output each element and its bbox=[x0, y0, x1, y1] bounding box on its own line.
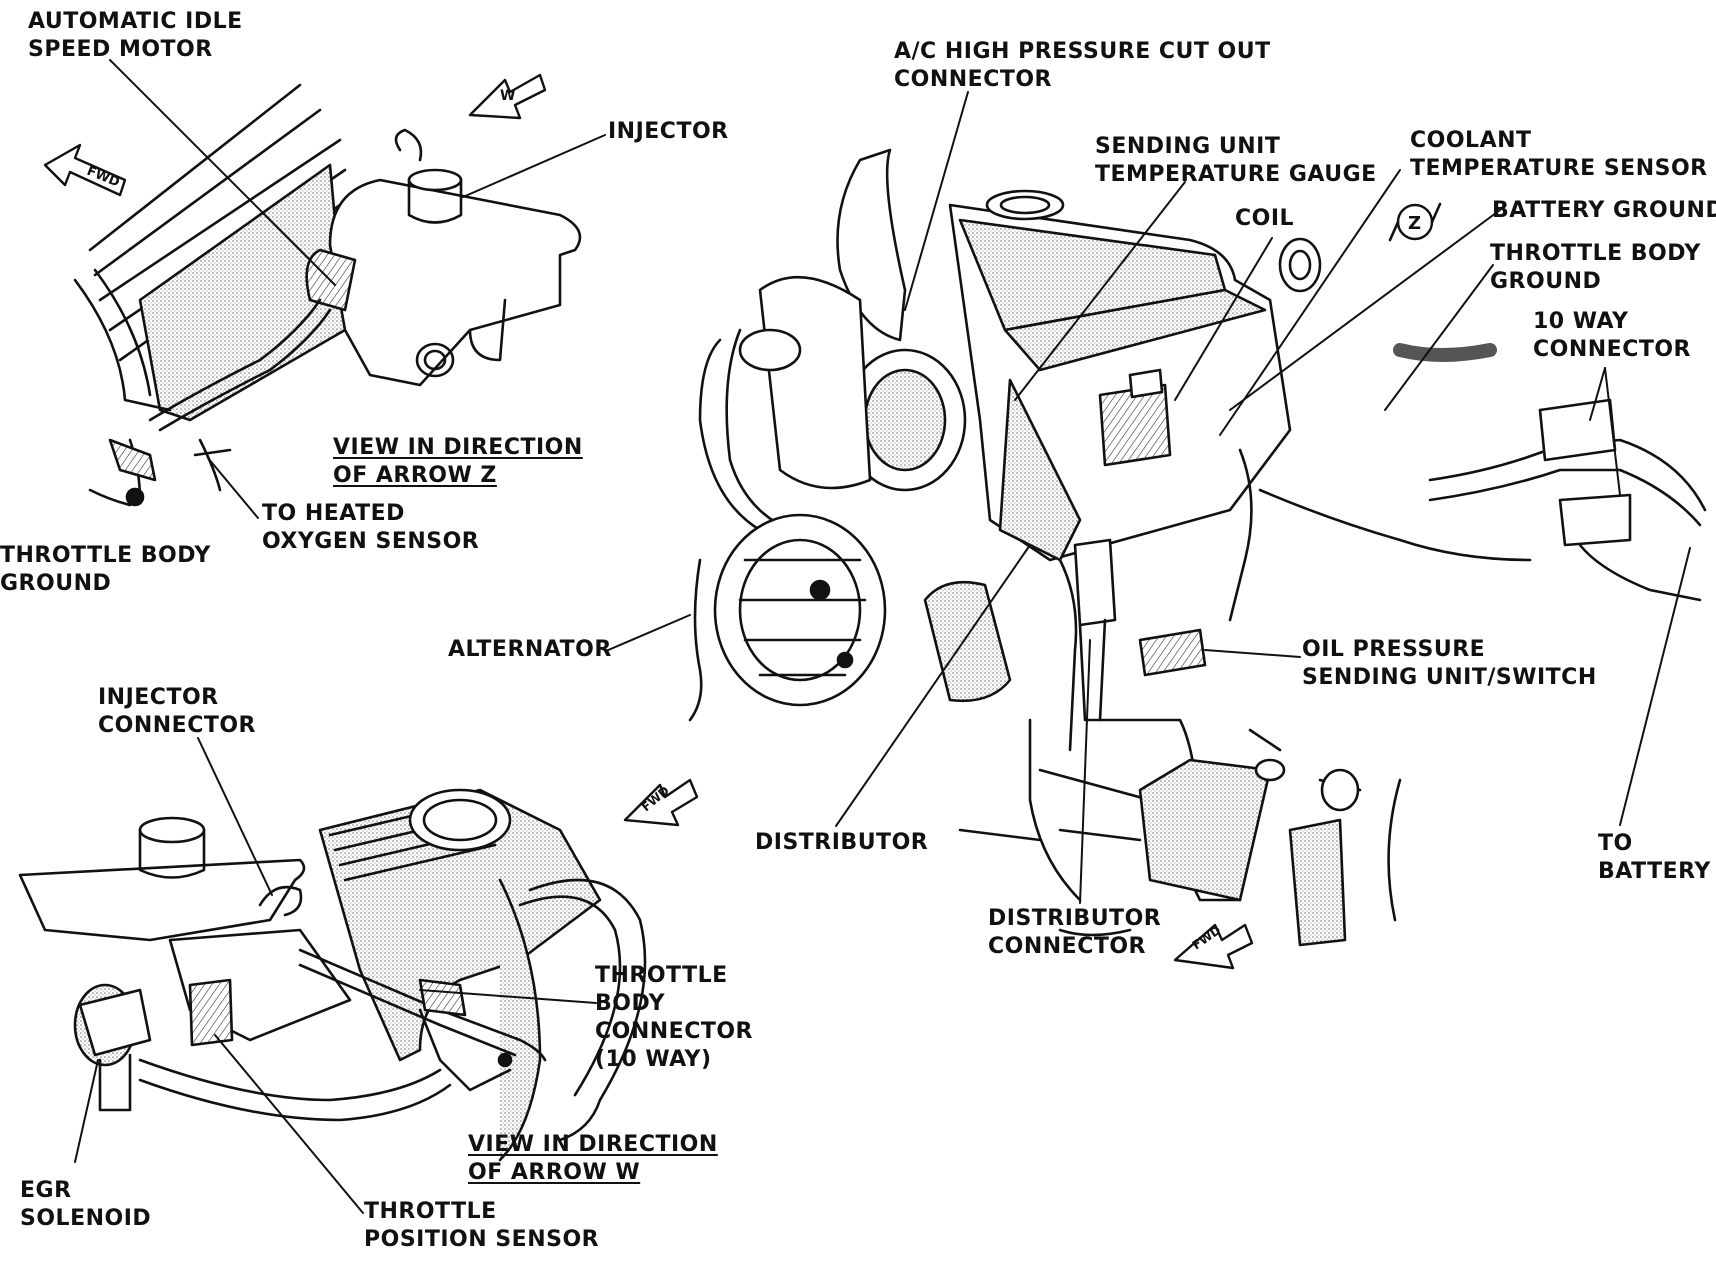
label-distributor-connector: DISTRIBUTOR CONNECTOR bbox=[988, 906, 1162, 959]
label-oil-pressure-sending-unit: OIL PRESSURE SENDING UNIT/SWITCH bbox=[1302, 637, 1597, 690]
fwd-arrow-bottom bbox=[1173, 923, 1254, 970]
label-egr-solenoid: EGR SOLENOID bbox=[20, 1178, 152, 1231]
label-sending-unit-temperature-gauge: SENDING UNIT TEMPERATURE GAUGE bbox=[1095, 134, 1377, 187]
w-arrow-top bbox=[468, 73, 547, 120]
view-w-drawing bbox=[18, 788, 647, 1162]
label-injector-connector: INJECTOR CONNECTOR bbox=[98, 685, 256, 738]
view-z-drawing bbox=[73, 83, 582, 507]
label-coolant-temperature-sensor: COOLANT TEMPERATURE SENSOR bbox=[1410, 128, 1708, 181]
label-throttle-body-ground-right: THROTTLE BODY GROUND bbox=[1490, 241, 1701, 294]
fwd-arrow-topleft bbox=[43, 143, 127, 197]
label-to-battery: TO BATTERY bbox=[1598, 831, 1711, 884]
main-engine-drawing bbox=[688, 148, 1707, 947]
label-10-way-connector: 10 WAY CONNECTOR bbox=[1533, 309, 1691, 362]
label-battery-ground: BATTERY GROUND bbox=[1492, 198, 1716, 223]
label-coil: COIL bbox=[1235, 206, 1295, 231]
label-injector: INJECTOR bbox=[608, 119, 729, 144]
z-arrow-text: Z bbox=[1408, 213, 1421, 234]
fwd-arrow-middle bbox=[623, 778, 699, 827]
label-to-heated-oxygen-sensor: TO HEATED OXYGEN SENSOR bbox=[262, 501, 480, 554]
z-arrow-circle bbox=[1388, 202, 1442, 242]
label-view-arrow-w: VIEW IN DIRECTION OF ARROW W bbox=[468, 1132, 718, 1185]
label-throttle-body-connector: THROTTLE BODY CONNECTOR (10 WAY) bbox=[595, 963, 753, 1072]
w-arrow-text: W bbox=[500, 88, 515, 104]
label-throttle-position-sensor: THROTTLE POSITION SENSOR bbox=[364, 1199, 600, 1252]
label-distributor: DISTRIBUTOR bbox=[755, 830, 929, 855]
label-throttle-body-ground-left: THROTTLE BODY GROUND bbox=[0, 543, 211, 596]
label-view-arrow-z: VIEW IN DIRECTION OF ARROW Z bbox=[333, 435, 583, 488]
label-automatic-idle-speed-motor: AUTOMATIC IDLE SPEED MOTOR bbox=[28, 9, 243, 62]
label-ac-high-pressure-connector: A/C HIGH PRESSURE CUT OUT CONNECTOR bbox=[894, 39, 1271, 92]
label-alternator: ALTERNATOR bbox=[448, 637, 612, 662]
leader-lines bbox=[74, 59, 1691, 1214]
